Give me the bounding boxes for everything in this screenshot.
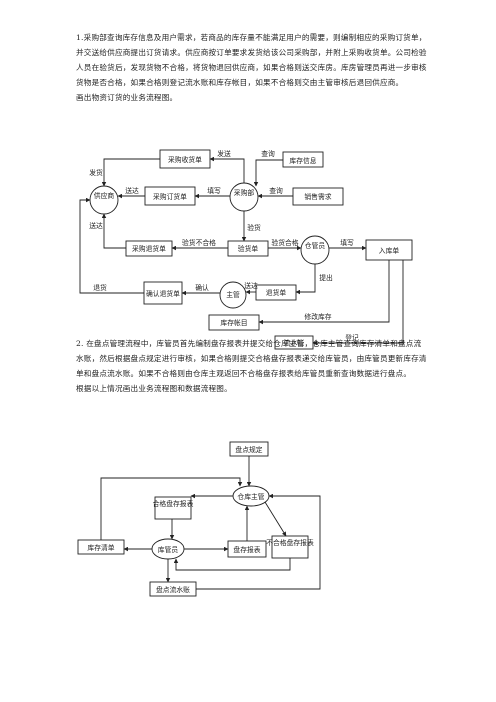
flow-stockin-ledger xyxy=(258,260,390,325)
label-fill2: 填写 xyxy=(340,238,354,247)
flow-stockinfo-purchasing xyxy=(253,159,283,187)
label-qualified: 验货合格 xyxy=(271,238,298,247)
label-modify: 修改库存 xyxy=(304,312,331,321)
returned-goods-label: 退货单 xyxy=(266,288,287,297)
section-2-paragraph: 2. 在盘点管理流程中，库管员首先编制盘存报表并提交给仓库主管，仓库主管查询库存… xyxy=(76,339,427,378)
section-1: 1.采购部查询库存信息及用户需求，若商品的库存量不能满足用户的需要，则编制相应的… xyxy=(76,30,428,105)
journal-label: 流水帐 xyxy=(284,338,305,347)
flow-stockin-journal xyxy=(312,260,404,346)
flow-returnform-supplier xyxy=(101,213,126,249)
section-2-caption: 根据以上情况画出业务流程图和数据流程图。 xyxy=(76,384,232,393)
label-submit: 提出 xyxy=(319,273,333,282)
supplier-node xyxy=(89,185,119,215)
flow-purchasing-receipt xyxy=(209,156,245,183)
receipt-label: 采购收货单 xyxy=(168,155,202,164)
stock-info-doc xyxy=(282,151,324,168)
purchasing-label: 采购部 xyxy=(234,188,255,197)
label-return: 退货 xyxy=(93,283,107,292)
label-confirm: 确认 xyxy=(195,283,209,292)
section-1-caption: 画出物资订货的业务流程图。 xyxy=(76,93,178,102)
label-unqualified: 验货不合格 xyxy=(182,238,216,247)
ledger-label: 库存帐目 xyxy=(220,318,247,327)
label-query2: 查询 xyxy=(269,186,283,195)
section-2: 2. 在盘点管理流程中，库管员首先编制盘存报表并提交给仓库主管，仓库主管查询库存… xyxy=(76,336,428,396)
inspection-label: 验货单 xyxy=(238,244,259,253)
confirm-return-label: 确认退货单 xyxy=(146,289,180,298)
label-query1: 查询 xyxy=(261,149,275,158)
label-send3: 送达 xyxy=(89,221,103,230)
stock-info-label: 库存信息 xyxy=(289,156,316,165)
supervisor-label: 主管 xyxy=(226,290,240,299)
return-form-label: 采购退货单 xyxy=(132,244,166,253)
sales-demand-doc xyxy=(292,187,344,206)
order-label: 采购订货单 xyxy=(153,192,187,201)
flow-confirm-supplier xyxy=(79,197,144,294)
flow-keeper-returned xyxy=(295,264,316,295)
label-fill1: 填写 xyxy=(207,186,221,195)
label-register: 登记 xyxy=(345,333,359,342)
section-1-paragraph: 1.采购部查询库存信息及用户需求，若商品的库存量不能满足用户的需要，则编制相应的… xyxy=(76,33,427,87)
flow-receipt-supplier xyxy=(101,158,160,187)
sales-demand-label: 销售需求 xyxy=(304,192,331,201)
supervisor-node xyxy=(219,281,247,309)
label-send4: 送达 xyxy=(244,281,258,290)
inspection-doc xyxy=(227,240,269,257)
keeper-label: 仓管员 xyxy=(305,241,326,250)
stock-in-label: 入库单 xyxy=(379,246,400,255)
label-send2: 送达 xyxy=(125,186,139,195)
keeper-node xyxy=(300,235,330,265)
label-send1: 发送 xyxy=(217,149,231,158)
supplier-label: 供应商 xyxy=(94,191,115,200)
label-check: 验货 xyxy=(247,223,261,232)
label-ship: 发货 xyxy=(89,168,103,177)
purchasing-node xyxy=(229,182,259,212)
